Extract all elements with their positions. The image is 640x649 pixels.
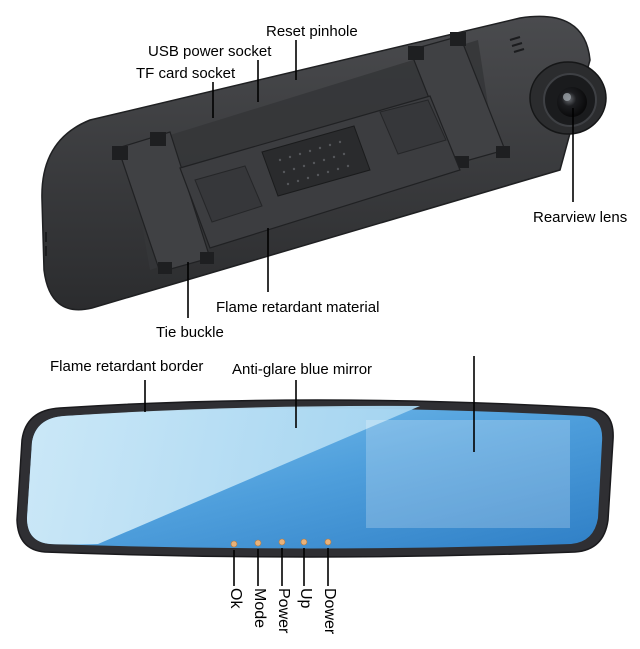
label-flame-retardant-material: Flame retardant material: [216, 299, 380, 316]
label-button-power: Power: [275, 588, 292, 634]
label-anti-glare-blue-mirror: Anti-glare blue mirror: [232, 361, 373, 378]
mirror-buttons: [230, 538, 332, 548]
label-reset-pinhole: Reset pinhole: [266, 23, 358, 40]
label-flame-retardant-border: Flame retardant border: [50, 358, 204, 375]
leader-lines-top: [187, 40, 574, 318]
label-tie-buckle: Tie buckle: [156, 324, 224, 341]
mount-bridge: [179, 95, 461, 249]
tie-buckle-strap-left: [112, 131, 214, 274]
label-button-up: Up: [297, 588, 314, 609]
label-button-mode: Mode: [251, 588, 268, 629]
rearview-camera: [529, 61, 607, 135]
vent-slots: [45, 36, 525, 256]
label-usb-power-socket: USB power socket: [148, 43, 272, 60]
label-button-down: Dower: [321, 588, 338, 635]
label-rearview-lens: Rearview lens: [533, 209, 628, 226]
mirror-front: [16, 399, 614, 558]
label-tf-card-socket: TF card socket: [136, 65, 236, 82]
leader-lines-bottom: [144, 356, 475, 586]
label-button-ok: Ok: [227, 588, 244, 609]
